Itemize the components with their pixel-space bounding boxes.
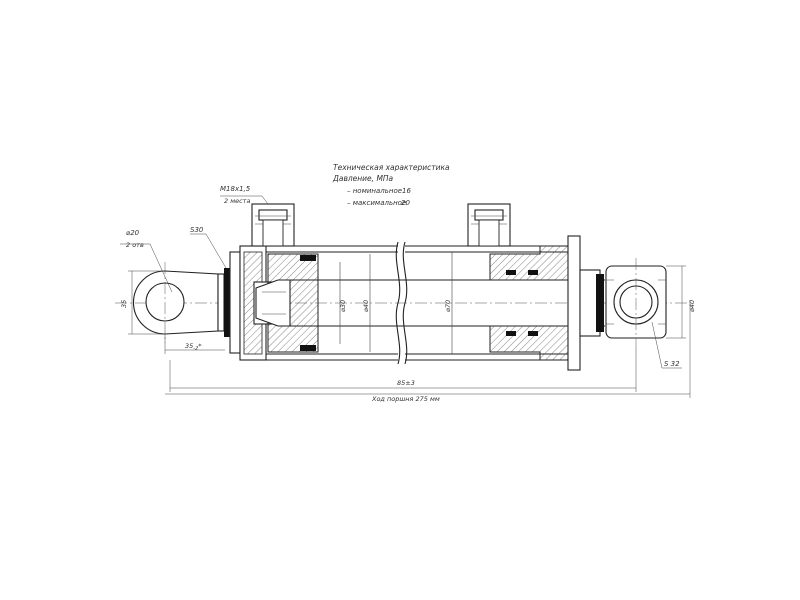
eye-offset-label: 35-2* [185, 342, 202, 352]
left-eye-mount [132, 251, 241, 354]
right-head-diameter-label: ⌀40 [688, 300, 696, 312]
piston-diameter-label: ⌀40 [362, 300, 370, 312]
spec-pressure-heading: Давление, МПа [332, 174, 394, 183]
right-head-mount [605, 258, 667, 346]
eye-diameter-label: ⌀20 [126, 229, 140, 237]
stroke-label: Ход поршня 275 мм [371, 395, 440, 403]
right-wrench-label: S 32 [664, 360, 680, 368]
piston [255, 253, 319, 353]
dimension-labels: M18x1,5 2 места ⌀20 2 отв S30 35 35-2* ⌀… [120, 185, 696, 403]
tech-spec-block: Техническая характеристика Давление, МПа… [332, 163, 450, 207]
spec-max-value: 20 [401, 199, 410, 207]
spec-nominal-value: 16 [402, 187, 411, 195]
rod-gland [489, 235, 604, 371]
right-port-boss [467, 203, 511, 247]
bore-diameter-label: ⌀70 [444, 300, 452, 312]
port-count-label: 2 места [224, 197, 250, 205]
spec-title: Техническая характеристика [333, 163, 450, 172]
spec-max-label: – максимальное [347, 199, 406, 207]
spec-nominal-label: – номинальное [347, 187, 402, 195]
port-thread-label: M18x1,5 [220, 185, 251, 193]
left-wrench-label: S30 [190, 226, 204, 234]
left-port-boss [251, 203, 295, 247]
overall-length-label: 85±3 [397, 379, 415, 387]
rod-diameter-label: ⌀30 [339, 300, 347, 312]
eye-height-label: 35 [120, 300, 128, 308]
dimension-lines [120, 195, 691, 398]
eye-holes-label: 2 отв [126, 241, 144, 249]
